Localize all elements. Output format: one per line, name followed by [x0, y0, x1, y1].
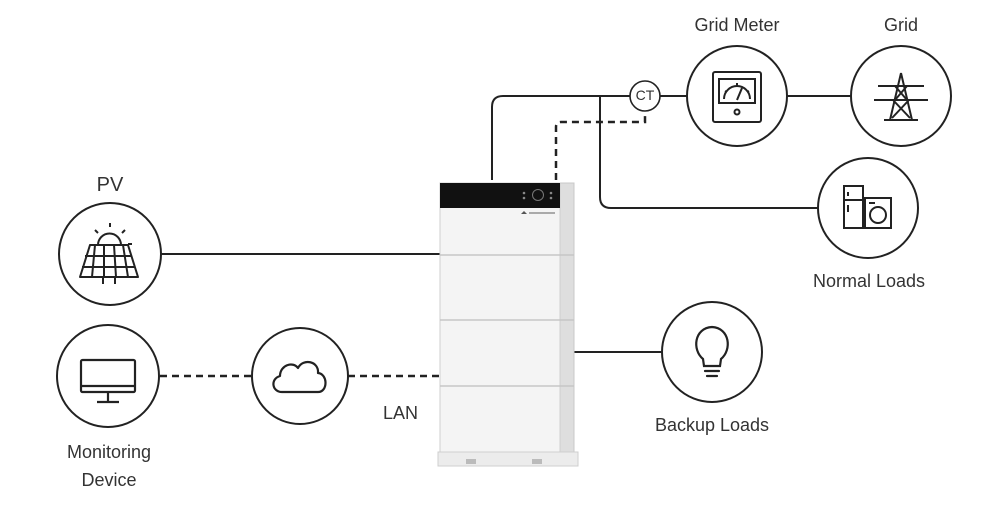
cloud-circle [251, 327, 349, 425]
status-led [522, 191, 526, 195]
backup-loads-circle [661, 301, 763, 403]
cloud-icon [272, 360, 327, 394]
grid-circle [850, 45, 952, 147]
grid-meter-label: Grid Meter [694, 15, 780, 35]
normal-loads-line [599, 96, 822, 209]
battery-foot [466, 459, 476, 464]
battery-stack [437, 182, 579, 467]
pv-label: PV [96, 174, 124, 196]
ct-comm-line [554, 111, 647, 180]
monitoring-device-label-line2: Device [81, 470, 137, 490]
normal-loads-label: Normal Loads [812, 271, 926, 291]
monitoring-circle [56, 324, 160, 428]
battery-body [439, 182, 561, 456]
battery-base [437, 451, 579, 467]
comm-lines [160, 111, 647, 378]
ct-circle [629, 80, 661, 112]
ct-label: CT [635, 87, 655, 103]
battery-foot [532, 459, 542, 464]
brand-logo-icon [521, 211, 527, 214]
grid-meter-node [686, 45, 788, 147]
backup-loads-label: Backup Loads [654, 415, 770, 435]
solar-panel-icon [79, 223, 139, 284]
cloud-node [251, 327, 349, 425]
grid-meter-circle [686, 45, 788, 147]
brand-logo-mark [529, 212, 555, 214]
monitoring-node [56, 324, 160, 428]
monitoring-device-label-line1: Monitoring [66, 442, 152, 462]
connection-lines [161, 95, 852, 353]
inverter-display-band [440, 183, 560, 208]
status-led [549, 196, 553, 200]
status-led [522, 196, 526, 200]
grid-label: Grid [883, 15, 918, 35]
normal-loads-node [817, 157, 919, 259]
pv-circle [58, 202, 162, 306]
status-led [549, 191, 553, 195]
inverter-status-dial [532, 189, 544, 201]
backup-loads-node [661, 301, 763, 403]
battery-to-grid-line [491, 95, 630, 180]
lan-label: LAN [383, 403, 419, 423]
ct-node [629, 80, 661, 112]
pv-node [58, 202, 162, 306]
monitor-icon [79, 358, 137, 404]
transmission-tower-icon [874, 72, 928, 121]
normal-loads-circle [817, 157, 919, 259]
appliances-icon [843, 185, 892, 229]
grid-node [850, 45, 952, 147]
light-bulb-icon [695, 325, 729, 378]
meter-icon [712, 71, 762, 123]
